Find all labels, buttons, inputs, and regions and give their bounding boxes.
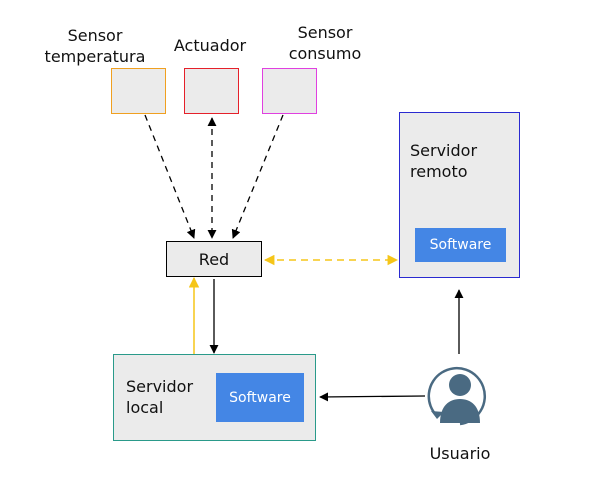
sensor-consumo-label: Sensor consumo [288,23,362,63]
red-label: Red [198,249,230,269]
arrow-sensor-consumo-to-red [231,114,284,239]
servidor-remoto-software[interactable]: Software [415,228,506,262]
actuador-label: Actuador [173,36,247,55]
actuador-box[interactable] [184,68,239,114]
servidor-local-label: Servidor local [126,377,194,417]
sensor-temperatura-label: Sensor temperatura [44,26,146,66]
usuario-label: Usuario [429,444,491,463]
user-icon[interactable] [425,361,495,431]
arrow-sensor-temperatura-to-red [144,114,196,239]
sensor-consumo-box[interactable] [262,68,317,114]
arrow-usuario-to-servidor-local [319,392,426,402]
servidor-local-software[interactable]: Software [216,373,304,422]
sensor-temperatura-box[interactable] [111,68,166,114]
red-node[interactable]: Red [166,241,262,277]
servidor-remoto-label: Servidor remoto [410,141,478,181]
